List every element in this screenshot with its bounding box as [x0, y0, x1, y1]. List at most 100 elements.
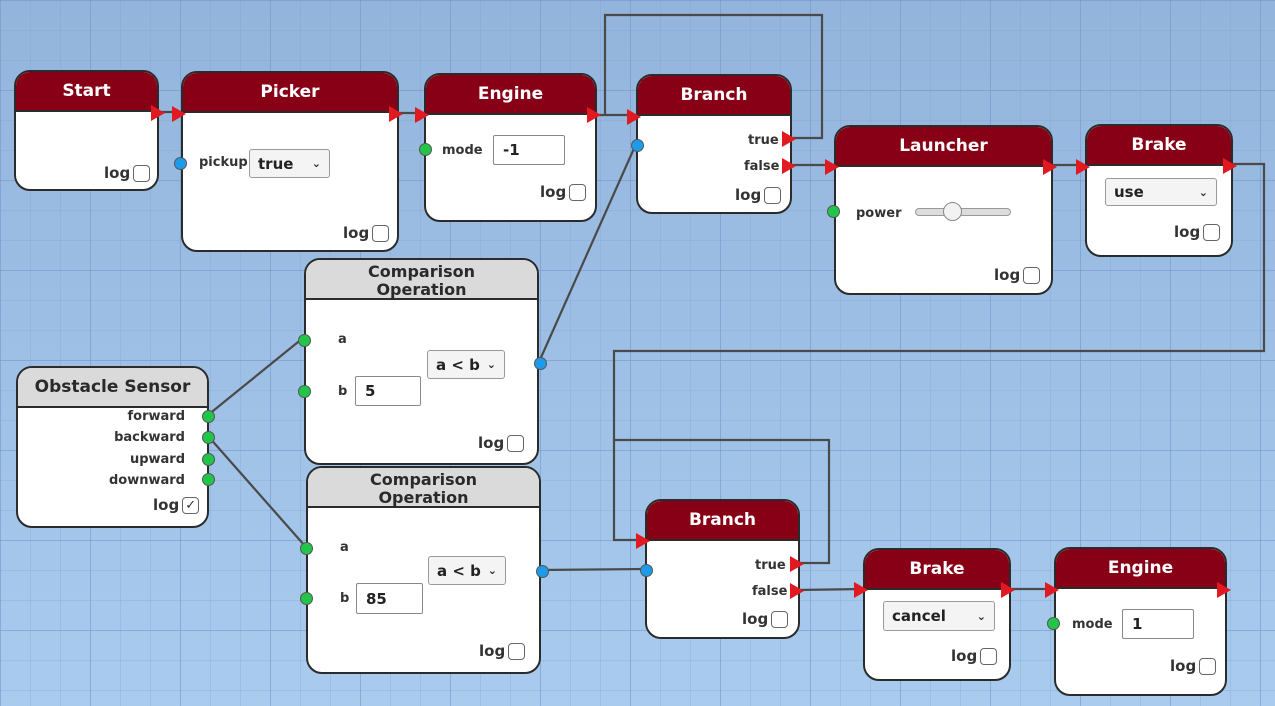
pickup-label: pickup	[199, 155, 248, 170]
b-input[interactable]: 5	[355, 376, 421, 406]
brake-value: cancel	[892, 607, 946, 625]
branch-title: Branch	[638, 76, 790, 116]
flow-output-arrow[interactable]	[1217, 582, 1231, 598]
engine-log[interactable]: log	[540, 183, 587, 201]
start-node[interactable]: Start log	[14, 70, 165, 191]
upward-output-port[interactable]	[202, 453, 215, 466]
pickup-select[interactable]: true⌄	[249, 149, 330, 178]
slider-handle[interactable]	[943, 202, 962, 221]
flow-output-arrow[interactable]	[1001, 582, 1015, 598]
brake-title: Brake	[1087, 126, 1231, 166]
picker-log[interactable]: log	[343, 224, 390, 242]
brake-title: Brake	[865, 550, 1009, 590]
forward-output-port[interactable]	[202, 410, 215, 423]
chevron-down-icon: ⌄	[487, 564, 497, 577]
obstacle-sensor-node[interactable]: Obstacle Sensor forward backward upward …	[16, 366, 215, 528]
launcher-node[interactable]: Launcher power log	[825, 125, 1057, 295]
brake-log[interactable]: log	[1174, 223, 1221, 241]
engine-log[interactable]: log	[1170, 657, 1217, 675]
branch-log[interactable]: log	[742, 610, 789, 628]
brake-select[interactable]: cancel⌄	[883, 601, 995, 631]
log-checkbox[interactable]	[508, 642, 526, 660]
flow-input-arrow[interactable]	[854, 582, 868, 598]
flow-input-arrow[interactable]	[1045, 582, 1059, 598]
obstacle-sensor-title: Obstacle Sensor	[18, 368, 207, 408]
result-output-port[interactable]	[534, 357, 547, 370]
log-label: log	[343, 224, 370, 242]
engine-node[interactable]: Engine mode -1 log	[415, 73, 601, 222]
launcher-title: Launcher	[836, 127, 1051, 167]
flow-output-arrow[interactable]	[389, 106, 403, 122]
true-output-arrow[interactable]	[782, 131, 796, 147]
log-checkbox[interactable]	[1023, 266, 1041, 284]
brake-node[interactable]: Brake use⌄ log	[1076, 124, 1237, 257]
picker-node[interactable]: Picker pickup true⌄ log	[172, 71, 403, 252]
false-output-arrow[interactable]	[782, 158, 796, 174]
flow-output-arrow[interactable]	[1223, 158, 1237, 174]
log-checkbox-checked[interactable]: ✓	[182, 496, 200, 514]
branch-node[interactable]: Branch true false log	[627, 74, 796, 214]
start-log[interactable]: log	[104, 164, 151, 182]
flow-input-arrow[interactable]	[636, 533, 650, 549]
b-label: b	[340, 591, 350, 606]
mode-input-port[interactable]	[1047, 617, 1060, 630]
wire-comp1-branch1	[537, 143, 638, 363]
true-output-arrow[interactable]	[790, 556, 804, 572]
log-checkbox[interactable]	[771, 610, 789, 628]
downward-output-port[interactable]	[202, 473, 215, 486]
branch-log[interactable]: log	[735, 186, 782, 204]
b-input[interactable]: 85	[356, 583, 423, 614]
chevron-down-icon: ⌄	[311, 157, 321, 170]
flow-input-arrow[interactable]	[172, 106, 186, 122]
flow-input-arrow[interactable]	[627, 109, 641, 125]
engine-node[interactable]: Engine mode 1 log	[1045, 547, 1231, 696]
comparison-operation-node[interactable]: Comparison Operation a b 5 a < b⌄ log	[298, 258, 547, 465]
condition-input-port[interactable]	[631, 139, 644, 152]
true-label: true	[755, 558, 786, 573]
backward-output-port[interactable]	[202, 431, 215, 444]
a-input-port[interactable]	[298, 334, 311, 347]
log-checkbox[interactable]	[1203, 223, 1221, 241]
comparison-log[interactable]: log	[479, 642, 526, 660]
mode-label: mode	[1072, 617, 1113, 632]
brake-node[interactable]: Brake cancel⌄ log	[854, 548, 1015, 681]
brake-select[interactable]: use⌄	[1105, 178, 1217, 206]
power-input-port[interactable]	[827, 205, 840, 218]
log-checkbox[interactable]	[133, 164, 151, 182]
obstacle-sensor-log[interactable]: log✓	[153, 496, 200, 514]
comparison-operation-node[interactable]: Comparison Operation a b 85 a < b⌄ log	[300, 466, 549, 674]
comparison-title-line2: Operation	[378, 488, 469, 507]
log-checkbox[interactable]	[372, 224, 390, 242]
pickup-input-port[interactable]	[174, 157, 187, 170]
b-input-port[interactable]	[298, 385, 311, 398]
log-checkbox[interactable]	[569, 183, 587, 201]
a-input-port[interactable]	[300, 542, 313, 555]
log-checkbox[interactable]	[980, 647, 998, 665]
mode-input[interactable]: -1	[493, 135, 565, 165]
operator-select[interactable]: a < b⌄	[428, 556, 506, 585]
result-output-port[interactable]	[536, 565, 549, 578]
log-checkbox[interactable]	[764, 186, 782, 204]
flow-input-arrow[interactable]	[1076, 159, 1090, 175]
flow-output-arrow[interactable]	[1043, 159, 1057, 175]
mode-input-port[interactable]	[419, 143, 432, 156]
downward-label: downward	[108, 473, 185, 488]
false-output-arrow[interactable]	[790, 583, 804, 599]
flow-output-arrow[interactable]	[587, 107, 601, 123]
log-checkbox[interactable]	[1199, 657, 1217, 675]
flow-output-arrow[interactable]	[151, 105, 165, 121]
log-checkbox[interactable]	[507, 434, 525, 452]
flow-input-arrow[interactable]	[825, 159, 839, 175]
flow-input-arrow[interactable]	[415, 107, 429, 123]
brake-log[interactable]: log	[951, 647, 998, 665]
launcher-log[interactable]: log	[994, 266, 1041, 284]
branch-node[interactable]: Branch true false log	[636, 499, 804, 639]
backward-label: backward	[114, 430, 185, 445]
operator-select[interactable]: a < b⌄	[427, 350, 505, 379]
comparison-title: Comparison Operation	[308, 468, 539, 508]
power-slider[interactable]	[915, 202, 1011, 222]
condition-input-port[interactable]	[640, 564, 653, 577]
b-input-port[interactable]	[300, 592, 313, 605]
mode-input[interactable]: 1	[1122, 609, 1194, 639]
comparison-log[interactable]: log	[478, 434, 525, 452]
